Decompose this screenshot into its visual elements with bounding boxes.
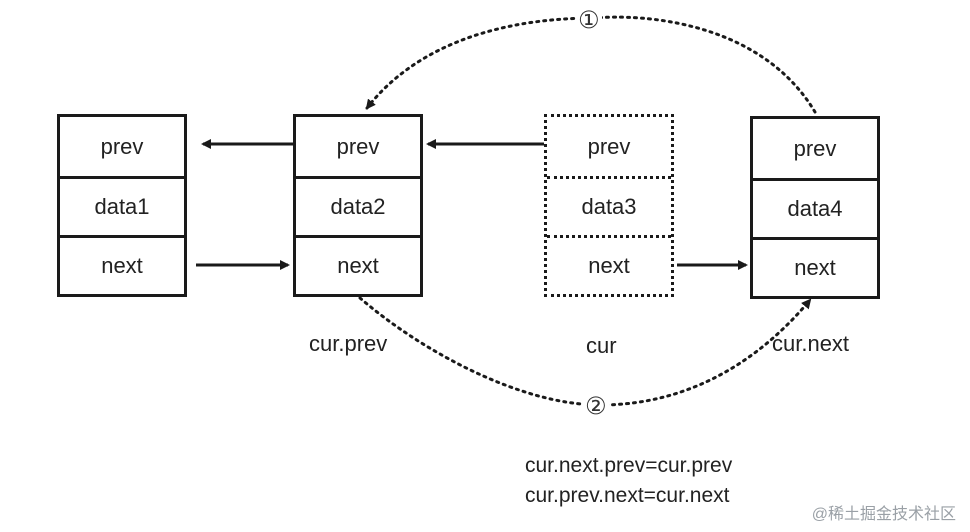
label-cur-prev: cur.prev	[309, 331, 388, 356]
node-field-prev: prev	[336, 133, 380, 159]
node-field-prev: prev	[100, 133, 144, 159]
list-node-4: prev data4 next	[750, 116, 880, 299]
node-field-data: data3	[547, 176, 671, 235]
node-field-prev: prev	[587, 133, 631, 159]
step-marker-1: ①	[576, 6, 602, 34]
list-node-1: prev data1 next	[57, 114, 187, 297]
node-field-next: next	[753, 237, 877, 296]
node-field-next: next	[60, 235, 184, 294]
watermark: @稀土掘金技术社区	[811, 506, 956, 523]
node-field-next: next	[296, 235, 420, 294]
node-field-next: next	[547, 235, 671, 294]
arc-step2-new-next-link	[358, 296, 812, 407]
step-marker-2: ②	[583, 392, 609, 420]
formula-line-1: cur.next.prev=cur.prev	[525, 454, 733, 477]
label-cur-next: cur.next	[772, 331, 850, 356]
list-node-2: prev data2 next	[293, 114, 423, 297]
node-field-prev: prev	[793, 135, 837, 161]
formula-line-2: cur.prev.next=cur.next	[525, 484, 730, 507]
node-field-data: data4	[753, 178, 877, 237]
list-node-3-removed: prev data3 next	[544, 114, 674, 297]
node-field-data: data2	[296, 176, 420, 235]
node-field-data: data1	[60, 176, 184, 235]
label-cur: cur	[586, 333, 617, 358]
